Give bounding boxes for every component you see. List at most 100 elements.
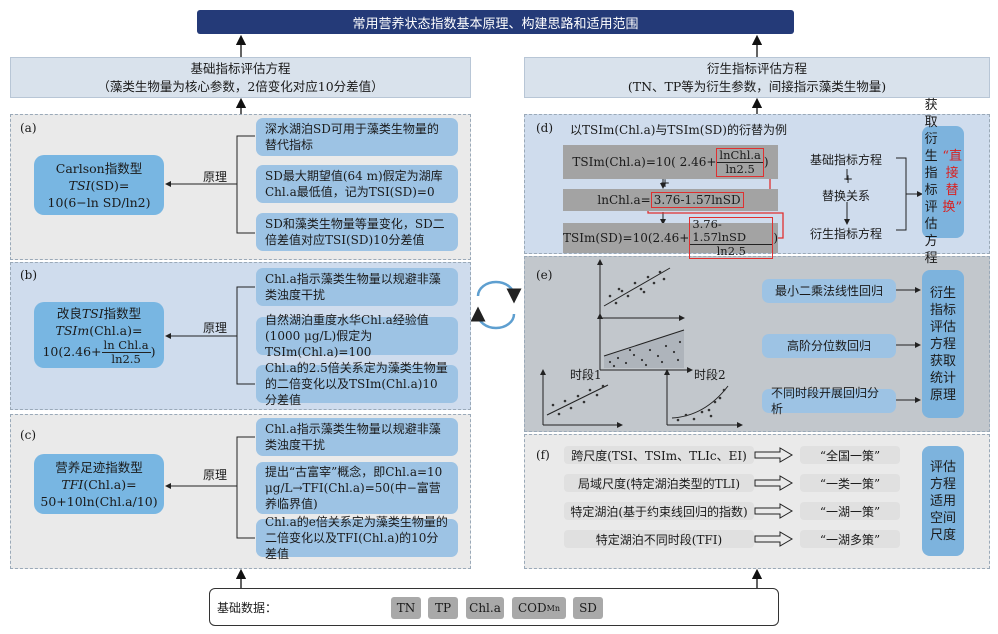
item-a-2-text: SD最大期望值(64 m)假定为湖库Chl.a最低值，记为TSI(SD)=0 <box>265 169 443 199</box>
eq3-frac-den: ln2.5 <box>716 244 746 258</box>
method-periods-text: 不同时段开展回归分析 <box>771 386 880 416</box>
scale-row-3-right: “一湖一策” <box>800 502 900 520</box>
left-header-line1: 基础指标评估方程 <box>190 60 291 76</box>
eq-plus: + <box>660 176 671 190</box>
scale-row-4-left: 特定湖泊不同时段(TFI) <box>564 530 754 548</box>
chip-cod-text: COD <box>518 601 547 615</box>
flow-derived: 衍生指标方程 <box>810 227 883 241</box>
scale-row-3-left-text: 特定湖泊(基于约束线回归的指数) <box>570 504 748 519</box>
title-text: 常用营养状态指数基本原理、构建思路和适用范围 <box>352 16 639 32</box>
title-banner: 常用营养状态指数基本原理、构建思路和适用范围 <box>197 10 794 34</box>
scale-row-1-left-text: 跨尺度(TSI、TSIm、TLIc、EI) <box>571 448 747 463</box>
tfi-eq-tfi: TFI <box>61 476 84 492</box>
eq1-frac-den: ln2.5 <box>725 161 755 176</box>
improved-tsi-title-a: 改良 <box>56 305 82 321</box>
basic-data-bar <box>209 588 779 626</box>
eq3-frac-num: 3.76-1.57lnSD <box>690 218 773 245</box>
scale-row-3-right-text: “一湖一策” <box>819 504 881 519</box>
scale-row-2-left: 局域尺度(特定湖泊类型的TLI) <box>564 474 754 492</box>
direct-substitution-box: “直接替换” 获取衍生指标评估方程 <box>922 98 964 266</box>
carlson-title: Carlson指数型 <box>55 160 143 176</box>
direct-substitution-rest: 获取衍生指标评估方程 <box>924 98 938 266</box>
item-c-3-text: Chl.a的e倍关系定为藻类生物量的二倍变化以及TFI(Chl.a)的10分差值 <box>265 515 448 561</box>
eq1-frac-num: lnChl.a <box>717 147 763 163</box>
period2-label: 时段2 <box>694 368 726 382</box>
section-e <box>524 256 990 432</box>
improved-tsi-eq-chla: (Chl.a)= <box>89 322 143 338</box>
statistical-principle-box: 衍生指标评估方程获取统计原理 <box>922 270 964 418</box>
basic-data-label: 基础数据： <box>217 601 278 615</box>
right-header-line2: (TN、TP等为衍生参数，间接指示藻类生物量) <box>627 78 887 94</box>
statistical-principle-text: 衍生指标评估方程获取统计原理 <box>929 285 956 403</box>
principle-label-c: 原理 <box>203 468 228 482</box>
carlson-index-box: Carlson指数型 TSI(SD)= 10(6−ln SD/ln2) <box>34 155 164 215</box>
plot-quantile <box>597 313 693 373</box>
plot-period1 <box>540 369 623 428</box>
item-a-2: SD最大期望值(64 m)假定为湖库Chl.a最低值，记为TSI(SD)=0 <box>256 165 458 203</box>
chip-cod-sub: Mn <box>546 603 560 613</box>
tfi-title: 营养足迹指数型 <box>55 459 143 475</box>
chip-chla-text: Chl.a <box>469 601 501 615</box>
item-b-1: Chl.a指示藻类生物量以规避非藻类浊度干扰 <box>256 268 458 306</box>
hollow-arrows <box>754 447 793 547</box>
chip-sd: SD <box>573 597 603 619</box>
scale-row-1-right: “全国一策” <box>800 446 900 464</box>
item-c-3: Chl.a的e倍关系定为藻类生物量的二倍变化以及TFI(Chl.a)的10分差值 <box>256 515 458 561</box>
improved-tsi-eq-head: TSIm(Chl.a)= <box>56 322 143 339</box>
chip-tn-text: TN <box>396 601 416 615</box>
scale-row-2-right-text: “一类一策” <box>819 476 881 491</box>
eq2-box: 3.76-1.57lnSD <box>650 192 744 208</box>
improved-tsi-title: 改良TSI指数型 <box>57 305 141 322</box>
scale-row-2-right: “一类一策” <box>800 474 900 492</box>
flow-plus: + <box>843 172 854 186</box>
right-header-line1: 衍生指标评估方程 <box>706 60 807 76</box>
method-ols-text: 最小二乘法线性回归 <box>774 284 883 298</box>
improved-tsi-title-c: 指数型 <box>103 305 142 321</box>
improved-tsi-eq-post: ) <box>150 343 156 359</box>
tfi-eq-head: TFI(Chl.a)= <box>61 476 136 493</box>
plot-period2 <box>664 369 743 428</box>
chip-chla: Chl.a <box>466 597 504 619</box>
item-a-3: SD和藻类生物量等量变化，SD二倍差值对应TSI(SD)10分差值 <box>256 213 458 251</box>
improved-tsi-eq-pre: 10(2.46+ <box>42 343 102 359</box>
method-ols: 最小二乘法线性回归 <box>762 279 896 303</box>
section-b-label: (b) <box>20 268 38 282</box>
eq1-post: ) <box>763 155 769 169</box>
section-e-label: (e) <box>536 268 553 282</box>
chip-tp-text: TP <box>434 601 452 615</box>
left-header-line2: （藻类生物量为核心参数，2倍变化对应10分差值） <box>97 78 384 94</box>
tfi-eq-body: 50+10ln(Chl.a/10) <box>40 493 158 509</box>
eq3-post: ) <box>773 231 778 245</box>
scale-row-2-left-text: 局域尺度(特定湖泊类型的TLI) <box>577 476 741 491</box>
section-d-label: (d) <box>536 121 554 135</box>
improved-tsi-frac-den: ln2.5 <box>111 351 141 366</box>
plot-linear <box>597 259 685 321</box>
applicable-scale-text: 评估方程适用空间尺度 <box>929 459 956 543</box>
section-c-label: (c) <box>20 428 37 442</box>
item-c-2: 提出“古富宰”概念，即Chl.a=10 μg/L→TFI(Chl.a)=50(中… <box>256 462 458 514</box>
eq1-pre: TSIm(Chl.a)=10( 2.46+ <box>572 155 717 169</box>
method-quantile: 高阶分位数回归 <box>762 334 896 358</box>
tfi-index-box: 营养足迹指数型 TFI(Chl.a)= 50+10ln(Chl.a/10) <box>34 454 164 514</box>
item-a-3-text: SD和藻类生物量等量变化，SD二倍差值对应TSI(SD)10分差值 <box>265 217 445 247</box>
section-a-label: (a) <box>20 121 37 135</box>
improved-tsi-frac-num: ln Chl.a <box>101 337 151 353</box>
item-b-3: Chl.a的2.5倍关系定为藻类生物量的二倍变化以及TSIm(Chl.a)10分… <box>256 361 458 407</box>
carlson-eq-head: TSI(SD)= <box>69 177 130 194</box>
eq2-pre: lnChl.a= <box>597 193 651 207</box>
improved-tsi-eq-tsim: TSIm <box>55 322 90 338</box>
left-header: 基础指标评估方程 （藻类生物量为核心参数，2倍变化对应10分差值） <box>10 57 471 98</box>
period1-label: 时段1 <box>570 368 602 382</box>
direct-substitution-red: “直接替换” <box>942 149 963 215</box>
scale-row-1-right-text: “全国一策” <box>819 448 881 463</box>
item-a-1: 深水湖泊SD可用于藻类生物量的替代指标 <box>256 118 458 156</box>
eq3-pre: TSIm(SD)=10(2.46+ <box>563 231 690 245</box>
item-c-1: Chl.a指示藻类生物量以规避非藻类浊度干扰 <box>256 418 458 456</box>
flow-sub: 替换关系 <box>822 189 871 203</box>
